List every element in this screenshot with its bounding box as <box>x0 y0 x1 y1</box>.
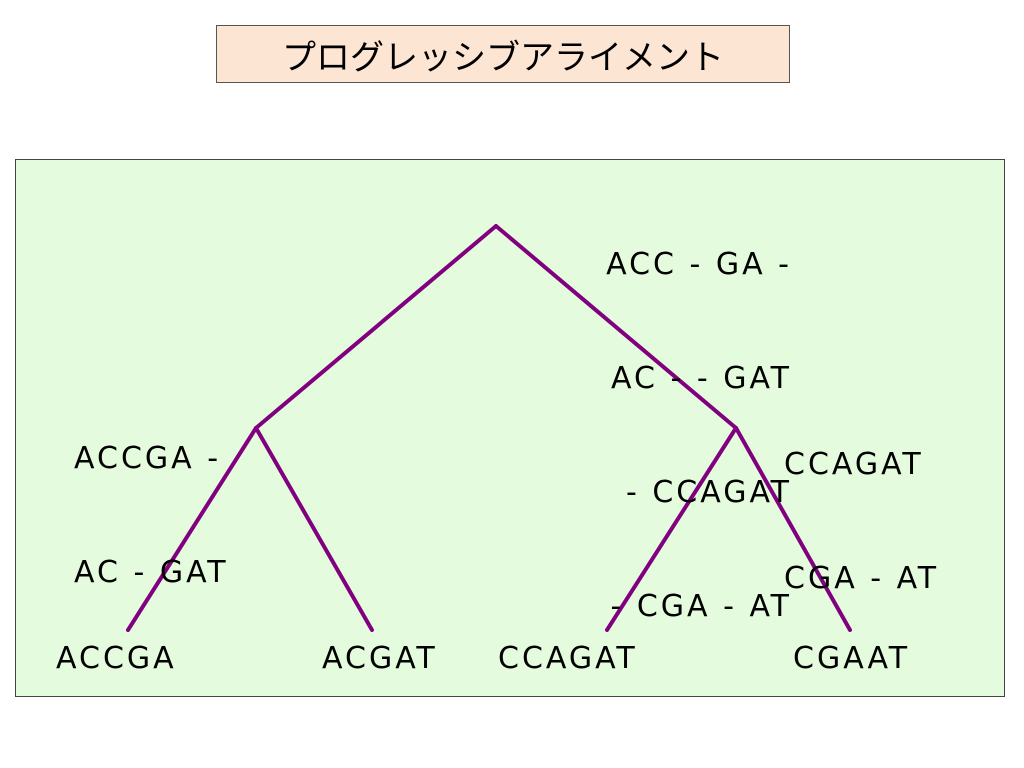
left-alignment: ACCGA - AC - GAT <box>74 364 274 630</box>
right-alignment-row-1: CCAGAT <box>784 447 924 482</box>
diagram-panel <box>15 159 1005 697</box>
leaf-sequence-4: CGAAT <box>793 641 911 676</box>
right-alignment: CCAGAT CGA - AT <box>784 370 984 636</box>
edge-root-left <box>254 224 498 430</box>
edge-left-leaf-2 <box>254 426 374 632</box>
leaf-sequence-3: CCAGAT <box>498 641 638 676</box>
root-alignment-row-4: - CGA - AT <box>610 589 792 624</box>
left-alignment-row-2: AC - GAT <box>74 555 229 590</box>
root-alignment: ACC - GA - AC - - GAT - CCAGAT - CGA - A… <box>580 170 792 664</box>
edge-left-leaf-1 <box>126 426 258 632</box>
leaf-sequence-2: ACGAT <box>322 641 438 676</box>
root-alignment-row-3: - CCAGAT <box>625 475 792 510</box>
leaf-sequence-1: ACCGA <box>56 641 177 676</box>
edge-right-leaf-3 <box>605 426 738 632</box>
edge-root-right <box>494 224 738 430</box>
slide-title: プログレッシブアライメント <box>282 37 724 78</box>
root-alignment-row-1: ACC - GA - <box>606 247 792 282</box>
edge-right-leaf-4 <box>734 426 852 632</box>
title-box: プログレッシブアライメント <box>216 25 790 83</box>
right-alignment-row-2: CGA - AT <box>784 561 940 596</box>
root-alignment-row-2: AC - - GAT <box>611 361 792 396</box>
left-alignment-row-1: ACCGA - <box>74 441 222 476</box>
